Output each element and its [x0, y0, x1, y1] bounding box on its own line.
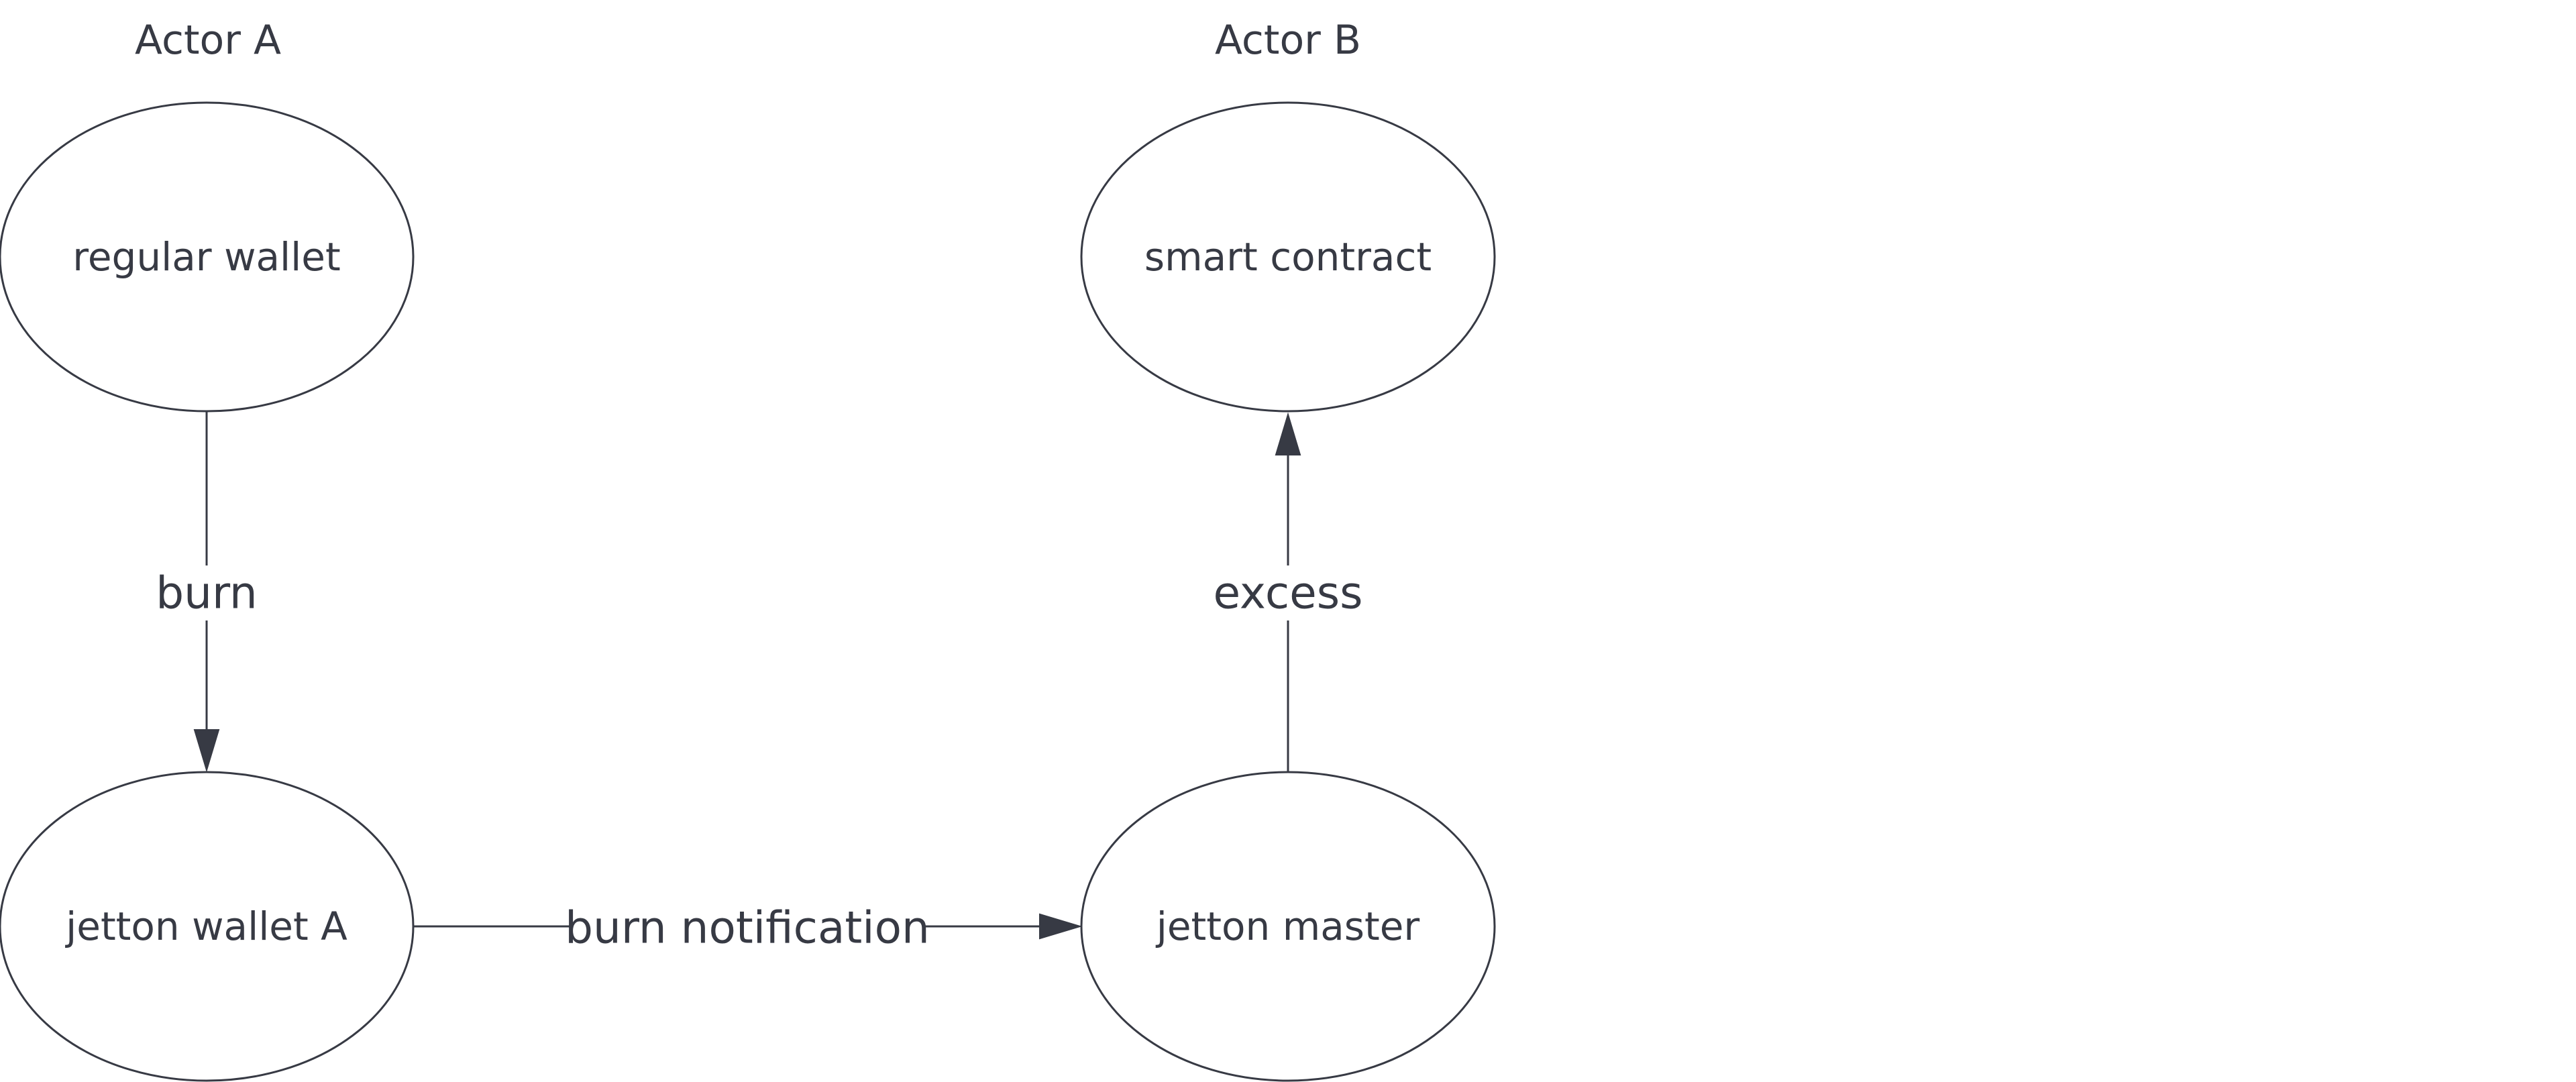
node-label-regular-wallet: regular wallet: [72, 234, 340, 280]
arrowhead-excess: [1275, 412, 1301, 455]
arrowhead-burn: [193, 729, 220, 773]
node-jetton-wallet-a: jetton wallet A: [0, 771, 415, 1082]
edge-label-burn-notification: burn notification: [565, 902, 930, 954]
node-regular-wallet: regular wallet: [0, 101, 415, 413]
node-jetton-master: jetton master: [1080, 771, 1496, 1082]
node-label-smart-contract: smart contract: [1144, 234, 1432, 280]
edge-burn: burn: [156, 412, 258, 773]
node-label-jetton-wallet-a: jetton wallet A: [64, 904, 347, 949]
actor-a-label: Actor A: [135, 17, 281, 64]
arrowhead-burn-notification: [1039, 913, 1083, 940]
node-label-jetton-master: jetton master: [1155, 904, 1420, 949]
edge-excess: excess: [1213, 412, 1363, 771]
actor-b-label: Actor B: [1215, 17, 1361, 64]
edge-label-burn: burn: [156, 567, 258, 619]
node-smart-contract: smart contract: [1080, 101, 1496, 413]
edge-burn-notification: burn notification: [413, 902, 1083, 954]
edge-label-excess: excess: [1213, 567, 1362, 619]
